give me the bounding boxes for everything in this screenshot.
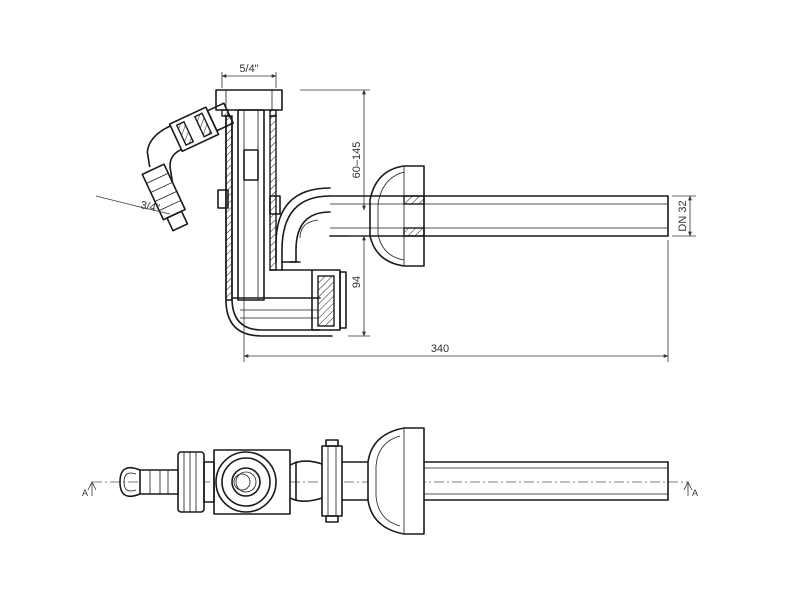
- dimension-thread-side: 3/4": [95, 195, 171, 215]
- pipe-bend: [269, 187, 331, 271]
- label-height-range: 60–145: [351, 142, 363, 179]
- label-pipe-dn: DN 32: [677, 200, 689, 231]
- trap-body: [217, 115, 333, 337]
- plan-view: A A: [82, 427, 698, 535]
- plan-hose-connector: [119, 466, 179, 498]
- dimension-height-range: 60–145: [300, 89, 370, 211]
- svg-text:A: A: [82, 488, 88, 498]
- plan-trap-body: [213, 449, 291, 515]
- label-total-length: 340: [431, 343, 449, 355]
- section-mark-right: A: [683, 481, 698, 498]
- horizontal-outlet-pipe: [329, 195, 669, 237]
- top-coupling-nut: [215, 89, 283, 117]
- wall-rosette: [369, 165, 425, 267]
- side-section-view: 5/4" 3/4" 60–145 94 DN 32: [95, 63, 696, 362]
- label-trap-height: 94: [351, 276, 363, 288]
- label-thread-top: 5/4": [239, 63, 258, 75]
- dimension-thread-top: 5/4": [221, 63, 277, 88]
- plan-wall-rosette: [367, 427, 425, 535]
- section-mark-left: A: [82, 481, 97, 498]
- outlet-nut: [311, 269, 347, 331]
- label-thread-side: 3/4": [139, 199, 160, 215]
- dimension-total-length: 340: [243, 240, 669, 362]
- side-hose-inlet: [141, 102, 234, 232]
- vertical-dip-tube: [237, 109, 265, 301]
- plan-pipe-nut: [321, 439, 343, 523]
- dimension-trap-height: 94: [348, 235, 370, 337]
- dimension-pipe-dn: DN 32: [672, 195, 696, 237]
- svg-text:A: A: [692, 488, 698, 498]
